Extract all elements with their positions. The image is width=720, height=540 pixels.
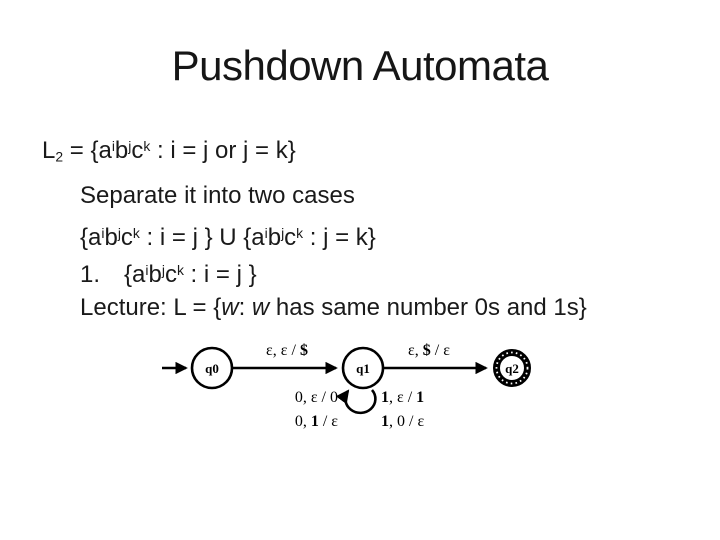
separate-cases-line: Separate it into two cases (80, 182, 355, 209)
state-q2-ring-dots (495, 351, 529, 385)
union-expression-line: {aibjck : i = j } U {aibjck : j = k} (80, 223, 376, 251)
pda-state-diagram: q0 q1 q2 ε, ε / $ ε, $ / ε 0, ε / 0 0, 1… (0, 330, 720, 450)
state-q2-label: q2 (505, 361, 519, 376)
loop-label-right-row2: 1, 0 / ε (381, 413, 425, 430)
language-definition-line: L2 = {aibjck : i = j or j = k} (42, 136, 296, 165)
state-diagram-canvas: q0 q1 q2 (162, 346, 531, 415)
state-q1-label: q1 (356, 361, 370, 376)
loop-label-left-row1: 0, ε / 0 (294, 389, 338, 406)
loop-label-left-row2: 0, 1 / ε (294, 413, 338, 430)
state-q0-label: q0 (205, 361, 219, 376)
loop-label-right-row1: 1, ε / 1 (381, 389, 425, 406)
case-one-line: 1. {aibjck : i = j } (80, 260, 257, 288)
lecture-line: Lecture: L = {w: w has same number 0s an… (80, 294, 587, 321)
slide-title: Pushdown Automata (171, 42, 549, 89)
self-loop-q1 (335, 389, 377, 415)
edge-label-q1-q2: ε, $ / ε (408, 342, 450, 359)
edge-label-q0-q1: ε, ε / $ (266, 342, 308, 359)
